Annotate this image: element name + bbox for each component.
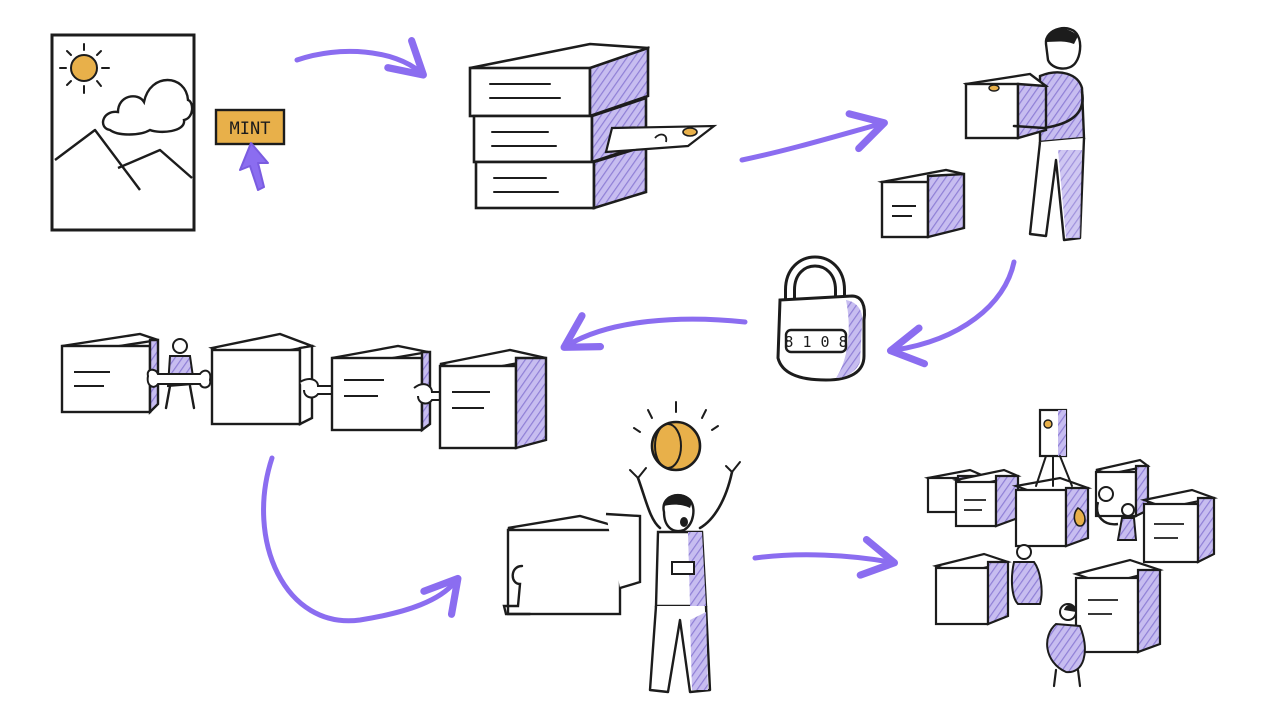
person-icon: [1010, 544, 1043, 605]
cube-icon: [506, 512, 642, 616]
mint-button-label: MINT: [230, 119, 271, 139]
arrow-5: [261, 455, 462, 624]
stack-icon: [468, 42, 718, 210]
lock-dial-digits: 8 1 0 8: [784, 333, 847, 351]
person-icon: [1095, 486, 1138, 541]
wrench-icon: [502, 564, 532, 616]
mountain-icon: [54, 128, 193, 191]
coin-icon: [633, 401, 719, 472]
lock-icon: 8 1 0 8: [776, 255, 866, 382]
wrench-icon: [299, 378, 335, 399]
cube-icon: [330, 344, 432, 433]
cube-icon: [1072, 558, 1164, 654]
wrench-icon: [146, 368, 212, 389]
sun-icon: [59, 43, 110, 94]
person-icon: [629, 461, 741, 694]
arrow-4: [560, 312, 748, 351]
coin-icon: [682, 127, 698, 137]
arrow-1: [294, 37, 427, 79]
cursor-icon: [239, 142, 269, 191]
person-icon: [962, 26, 1086, 242]
camera-icon: [1035, 408, 1073, 487]
cube-icon: [438, 348, 548, 450]
cube-icon: [877, 168, 966, 239]
cube-icon: [932, 552, 1012, 626]
mint-button[interactable]: MINT: [214, 108, 286, 146]
block-chain: [60, 332, 548, 450]
cloud-icon: [101, 78, 194, 136]
cube-icon: [1011, 476, 1093, 548]
arrow-3: [886, 259, 1017, 368]
arrow-6: [752, 536, 899, 579]
marketplace: [923, 408, 1219, 688]
cube-icon: [208, 332, 317, 426]
cube-icon: [952, 468, 1022, 528]
cube-icon: [60, 332, 160, 415]
artwork-image: [50, 33, 196, 232]
arrow-2: [739, 110, 888, 163]
person-icon: [1046, 603, 1086, 688]
cube-icon: [1139, 488, 1219, 564]
